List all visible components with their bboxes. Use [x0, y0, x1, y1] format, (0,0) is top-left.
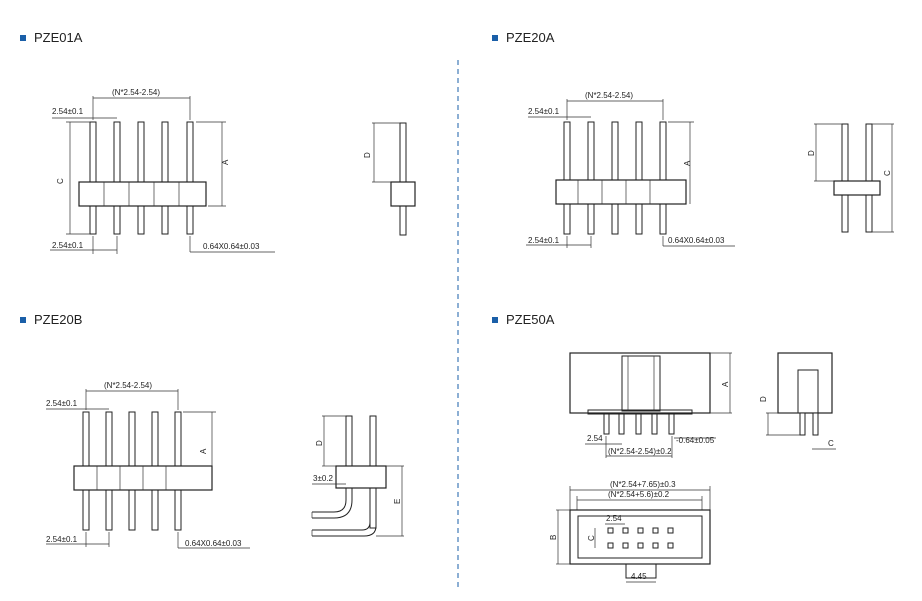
- pze20a-side-view: D C: [807, 123, 894, 233]
- dim-c: C: [883, 170, 892, 176]
- pze50a-top-view: (N*2.54+7.65)±0.3 (N*2.54+5.6)±0.2 2.54 …: [549, 480, 711, 583]
- bullet-icon: [20, 316, 26, 323]
- dim-e: E: [393, 499, 402, 504]
- pze01a-side-view: D: [363, 122, 416, 236]
- dim-d: D: [363, 152, 372, 158]
- dim-pze50-w2: (N*2.54+5.6)±0.2: [608, 490, 670, 499]
- dim-c: C: [56, 178, 65, 184]
- dim-offset: 3±0.2: [313, 474, 334, 483]
- dim-pitch-top: 2.54±0.1: [46, 399, 78, 408]
- dim-d: D: [759, 396, 768, 402]
- section-title-pze20b: PZE20B: [20, 312, 82, 327]
- dim-a: A: [199, 448, 208, 454]
- dim-pze50-formula: (N*2.54-2.54)±0.2: [608, 447, 672, 456]
- bullet-icon: [20, 34, 26, 41]
- pze20a-front-view: (N*2.54-2.54) 2.54±0.1 A 2.54±0.1 0.64X0…: [526, 91, 735, 248]
- section-title-text: PZE20B: [34, 312, 83, 327]
- dim-pze50-pitch: 2.54: [587, 434, 603, 443]
- pin: [186, 121, 194, 235]
- dim-pitch-formula: (N*2.54-2.54): [104, 381, 152, 390]
- dim-pitch-bottom: 2.54±0.1: [46, 535, 78, 544]
- pze20b-front-view: (N*2.54-2.54) 2.54±0.1 A 2.54±0.1 0.64X0…: [46, 381, 250, 549]
- dim-pitch-formula: (N*2.54-2.54): [585, 91, 633, 100]
- section-title-text: PZE01A: [34, 30, 83, 45]
- pin: [137, 121, 145, 235]
- section-title-text: PZE50A: [506, 312, 555, 327]
- bullet-icon: [492, 34, 498, 41]
- pin: [161, 121, 169, 235]
- dim-c: C: [828, 439, 834, 448]
- dim-a: A: [221, 159, 230, 165]
- bullet-icon: [492, 316, 498, 323]
- dim-pin-size: 0.64X0.64±0.03: [668, 236, 725, 245]
- dim-pze50-pin: -0.64±0.05: [676, 436, 715, 445]
- dim-pitch-formula: (N*2.54-2.54): [112, 88, 160, 97]
- pze50a-front-view: A 2.54 -0.64±0.05 (N*2.54-2.54)±0.2: [569, 352, 732, 458]
- dim-pitch-top: 2.54±0.1: [52, 107, 84, 116]
- dim-pze50-top-pitch: 2.54: [606, 514, 622, 523]
- connector-body: [78, 181, 207, 207]
- section-title-pze50a: PZE50A: [492, 312, 554, 327]
- dim-pitch-top: 2.54±0.1: [528, 107, 560, 116]
- section-title-pze20a: PZE20A: [492, 30, 554, 45]
- dim-pze50-w1: (N*2.54+7.65)±0.3: [610, 480, 676, 489]
- dim-pin-size: 0.64X0.64±0.03: [203, 242, 260, 251]
- pin: [113, 121, 121, 235]
- pze50a-side-view: D C: [759, 352, 836, 450]
- pin: [89, 121, 97, 235]
- dim-d: D: [807, 150, 816, 156]
- pin-grid: [607, 527, 674, 549]
- dim-pin-size: 0.64X0.64±0.03: [185, 539, 242, 548]
- dim-a: A: [683, 160, 692, 166]
- dim-a: A: [721, 381, 730, 387]
- dim-c: C: [587, 535, 596, 541]
- dim-pitch-bottom: 2.54±0.1: [52, 241, 84, 250]
- dim-b: B: [549, 535, 558, 540]
- section-title-text: PZE20A: [506, 30, 555, 45]
- dim-pitch-bottom: 2.54±0.1: [528, 236, 560, 245]
- pze20b-side-view: D 3±0.2 E: [311, 415, 404, 537]
- pze01a-front-view: (N*2.54-2.54) 2.54±0.1 C A 2.54±0.1 0.64…: [50, 88, 275, 254]
- section-title-pze01a: PZE01A: [20, 30, 82, 45]
- dim-d: D: [315, 440, 324, 446]
- dim-pze50-key: 4.45: [631, 572, 647, 581]
